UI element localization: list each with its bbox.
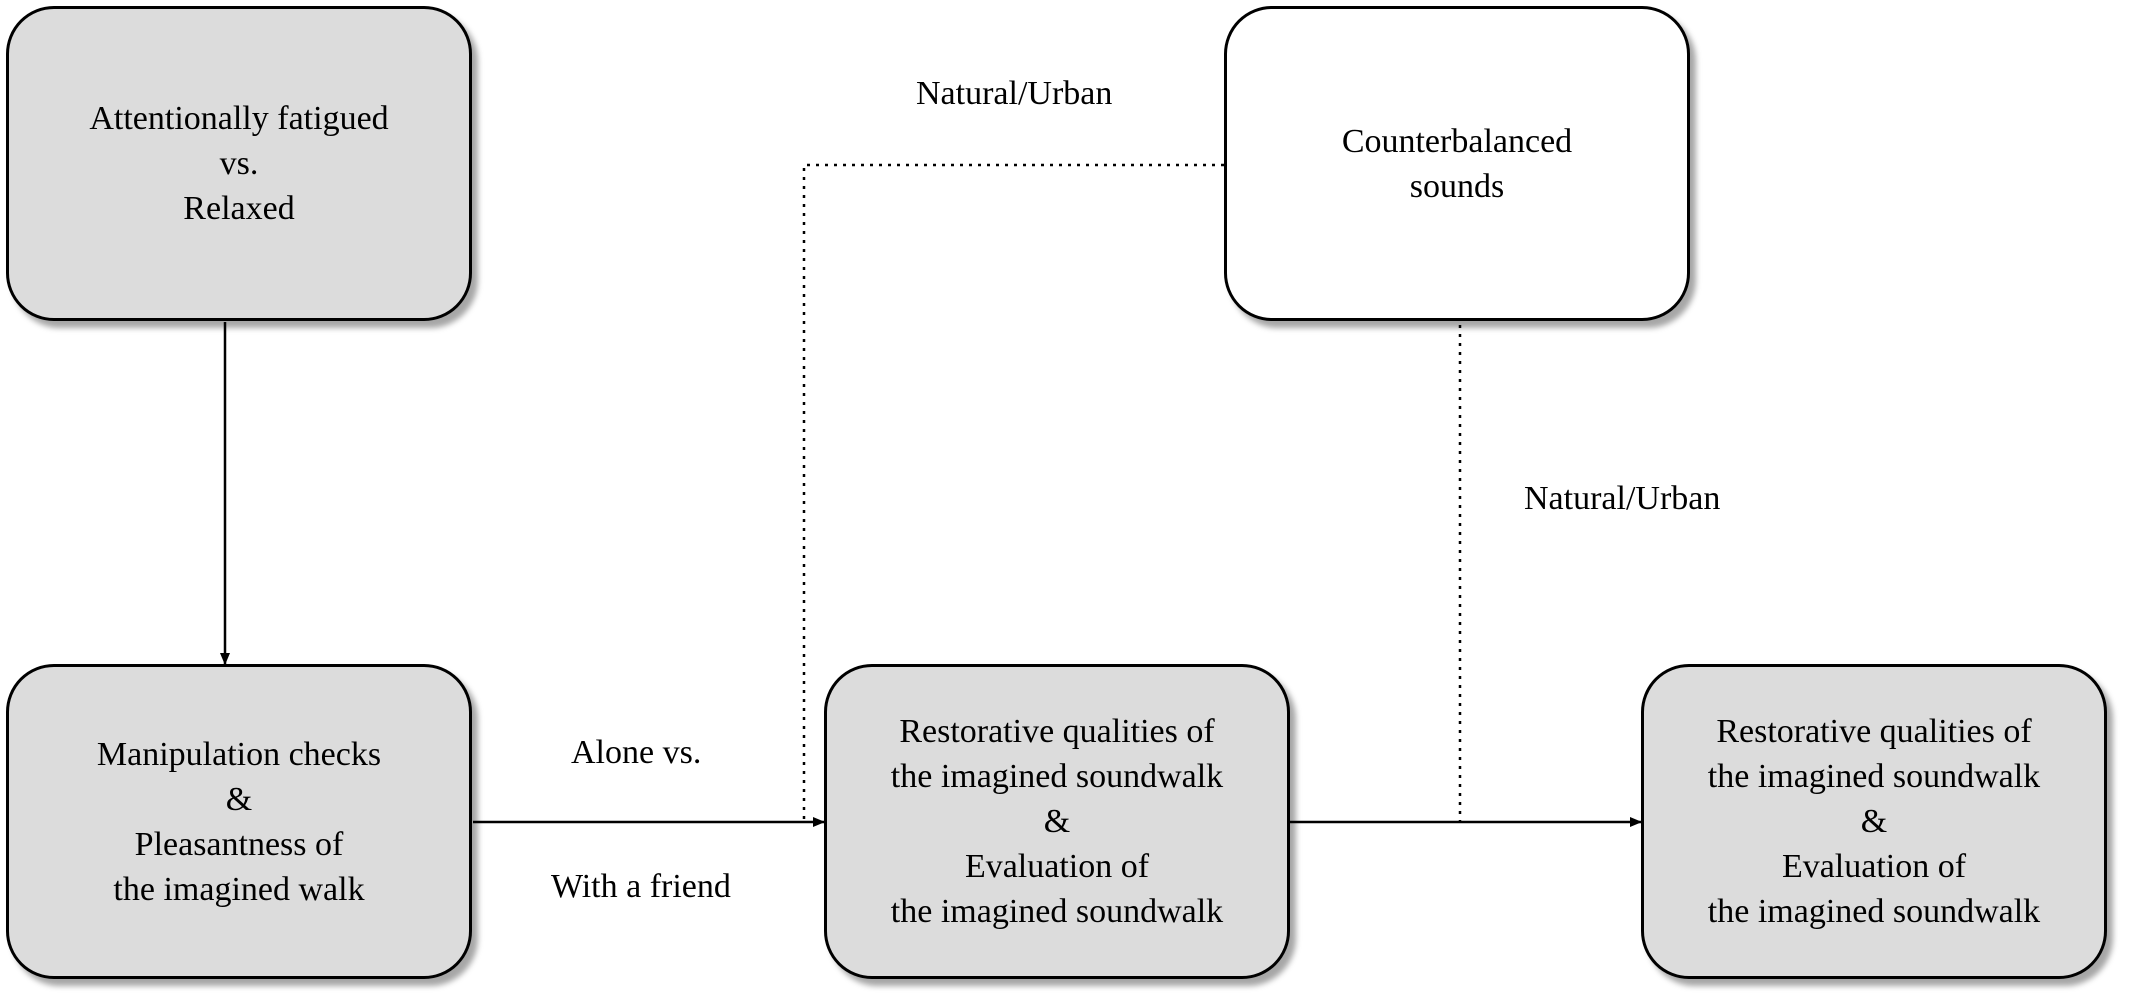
eval2-line-1: Restorative qualities of [1716, 713, 2032, 750]
alone-vs-label: Alone vs. [571, 734, 702, 771]
eval2-line-5: the imagined soundwalk [1707, 893, 2041, 930]
counterbalanced-sounds-box: Counterbalanced sounds [1224, 6, 1690, 321]
eval1-line-5: the imagined soundwalk [890, 893, 1224, 930]
condition-line-3: Relaxed [183, 190, 295, 227]
eval1-line-1: Restorative qualities of [899, 713, 1215, 750]
with-a-friend-label: With a friend [551, 868, 731, 905]
condition-box: Attentionally fatigued vs. Relaxed [6, 6, 472, 321]
checks-line-2: & [225, 780, 253, 818]
dotted-link-sounds-to-first-arrow [802, 163, 1224, 822]
second-evaluation-box: Restorative qualities of the imagined so… [1641, 664, 2107, 979]
first-evaluation-box: Restorative qualities of the imagined so… [824, 664, 1290, 979]
eval1-line-4: Evaluation of [964, 848, 1150, 885]
checks-line-3: Pleasantness of [134, 825, 344, 863]
sounds-line-2: sounds [1409, 167, 1505, 205]
manipulation-checks-box: Manipulation checks & Pleasantness of th… [6, 664, 472, 979]
eval1-line-2: the imagined soundwalk [890, 758, 1224, 795]
checks-line-1: Manipulation checks [96, 735, 382, 773]
eval1-line-3: & [1043, 803, 1071, 840]
eval2-line-3: & [1860, 803, 1888, 840]
condition-line-2: vs. [219, 145, 259, 182]
natural-urban-label-right: Natural/Urban [1524, 480, 1721, 517]
natural-urban-label-top: Natural/Urban [916, 75, 1113, 112]
condition-line-1: Attentionally fatigued [89, 100, 389, 137]
eval2-line-2: the imagined soundwalk [1707, 758, 2041, 795]
sounds-line-1: Counterbalanced [1341, 122, 1573, 160]
eval2-line-4: Evaluation of [1781, 848, 1967, 885]
checks-line-4: the imagined walk [113, 870, 365, 908]
